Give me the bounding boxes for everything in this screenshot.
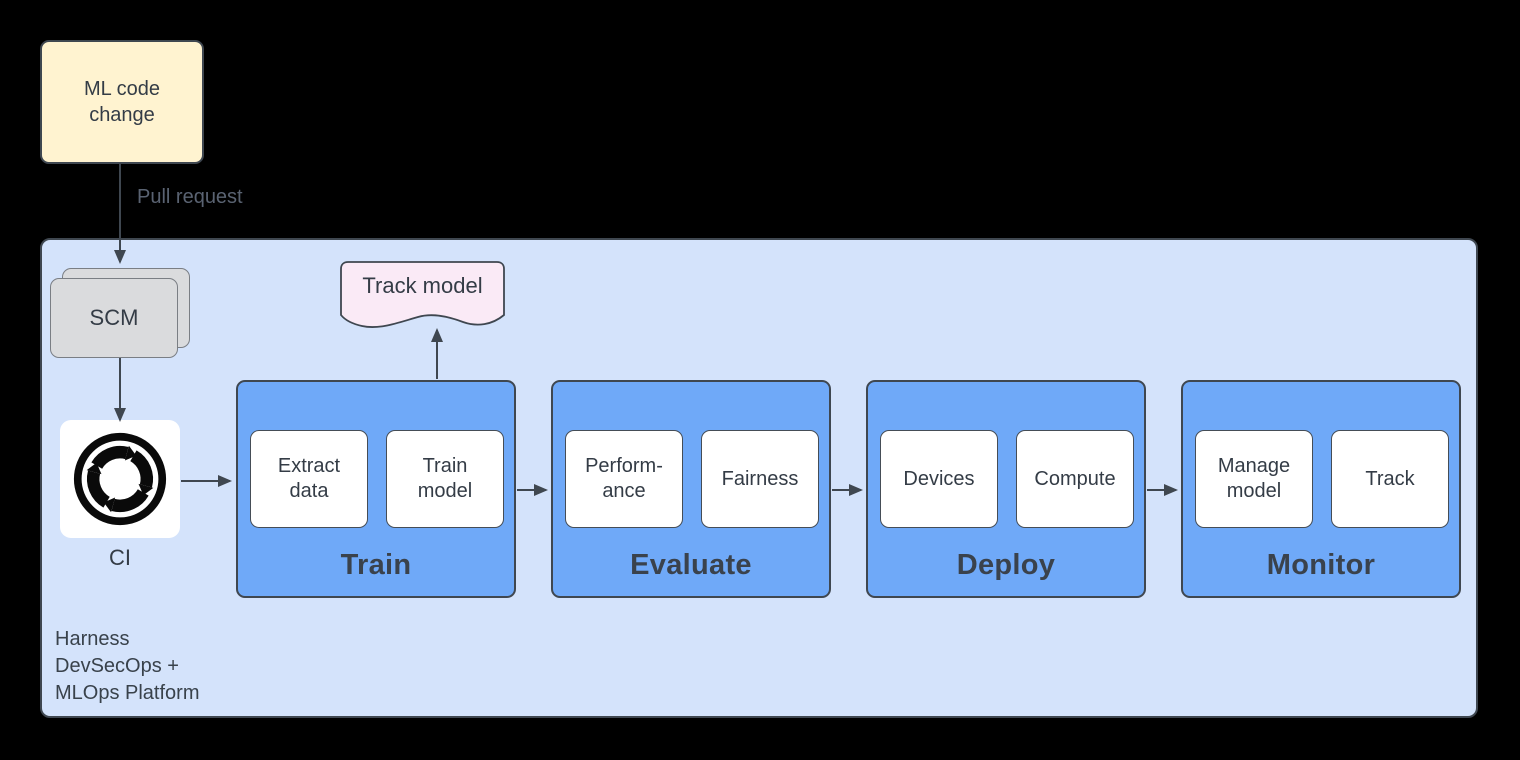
scm-label: SCM	[89, 305, 139, 330]
stage-label: Deploy	[956, 549, 1056, 581]
stage-item-label: Perform-ance	[585, 455, 663, 502]
stage-item: Train model	[386, 430, 504, 528]
stage-monitor: Manage model Track Monitor	[1181, 380, 1461, 598]
stage-label: Evaluate	[630, 549, 752, 581]
ml-code-change-label: ML code change	[84, 78, 160, 126]
stage-item: Devices	[880, 430, 998, 528]
stage-item: Compute	[1016, 430, 1134, 528]
platform-caption-line: DevSecOps +	[55, 655, 179, 677]
stage-item-label: Compute	[1034, 467, 1116, 490]
platform-caption-line: MLOps Platform	[55, 682, 200, 704]
stage-item-label: Devices	[903, 467, 975, 490]
stage-item: Perform-ance	[565, 430, 683, 528]
stage-label: Train	[340, 549, 412, 581]
stage-item-label: Fairness	[721, 467, 799, 490]
ci-label: CI	[109, 545, 131, 570]
continuous-integration-cycle-icon	[73, 432, 167, 526]
stage-item: Track	[1331, 430, 1449, 528]
scm-node: SCM	[50, 278, 178, 358]
stage-item: Manage model	[1195, 430, 1313, 528]
stage-deploy: Devices Compute Deploy	[866, 380, 1146, 598]
stage-item-label: Track	[1365, 467, 1415, 490]
track-model-node: Track model	[340, 261, 505, 337]
stage-item-label: Extract data	[277, 455, 341, 502]
platform-caption: Harness DevSecOps + MLOps Platform	[55, 626, 199, 707]
platform-caption-line: Harness	[55, 628, 130, 650]
stage-item-label: Manage model	[1217, 455, 1291, 502]
ci-node	[60, 420, 180, 538]
stage-label: Monitor	[1266, 549, 1376, 581]
stage-item: Extract data	[250, 430, 368, 528]
pull-request-label: Pull request	[137, 186, 243, 208]
track-model-label: Track model	[362, 273, 483, 298]
document-shape	[340, 261, 505, 328]
stage-item-label: Train model	[417, 455, 473, 502]
stage-train: Extract data Train model Train	[236, 380, 516, 598]
ml-code-change-node: ML code change	[40, 40, 204, 164]
stage-item: Fairness	[701, 430, 819, 528]
stage-evaluate: Perform-ance Fairness Evaluate	[551, 380, 831, 598]
